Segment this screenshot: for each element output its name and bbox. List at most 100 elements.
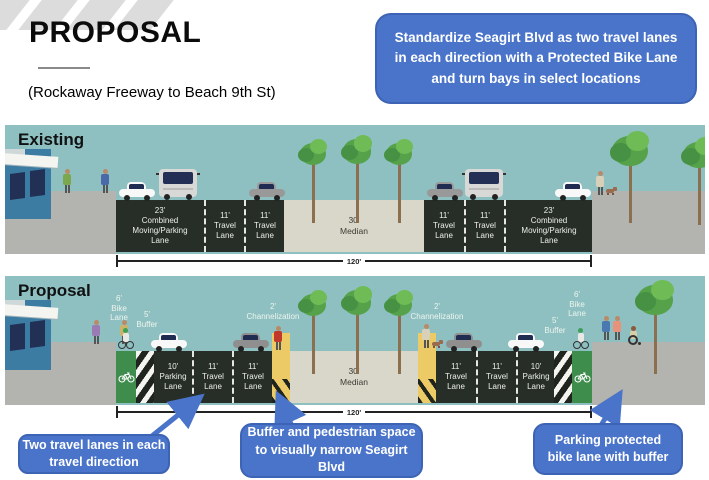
lane-channelization [272, 333, 290, 403]
pedestrian-icon [62, 169, 72, 193]
car-icon [427, 182, 463, 201]
dog-icon [432, 340, 443, 348]
tree-icon [634, 280, 676, 374]
sky-label: 2'Channelization [246, 302, 300, 321]
sidewalk [592, 191, 705, 254]
bus-icon [156, 169, 200, 200]
building-window [10, 171, 25, 201]
dog-icon [606, 187, 617, 195]
wheelchair-icon [627, 326, 642, 346]
bicycle-icon [117, 372, 135, 383]
callout-buffer-pedestrian: Buffer and pedestrian space to visually … [240, 423, 423, 478]
car-icon [151, 333, 187, 352]
title-underline [38, 67, 90, 69]
lane-bike-lane [572, 351, 592, 403]
tree-icon [384, 139, 414, 223]
lane-bike-lane [116, 351, 136, 403]
building-awning [5, 153, 59, 168]
sky-label: 5'Buffer [136, 310, 158, 329]
building-window [10, 322, 25, 352]
existing-total-width: 120' [346, 256, 362, 266]
summary-callout-text: Standardize Seagirt Blvd as two travel l… [394, 30, 678, 86]
pedestrian-icon [421, 324, 431, 348]
proposal-total-width: 120' [346, 407, 362, 417]
pedestrian-icon [100, 169, 110, 193]
lane-label: 30'Median [340, 366, 368, 387]
car-icon [249, 182, 285, 201]
sky-label: 2'Channelization [410, 302, 464, 321]
pedestrian-icon [601, 316, 611, 340]
pedestrian-icon [91, 320, 101, 344]
cyclist-icon [118, 328, 134, 350]
existing-dimension-line: 120' [116, 255, 593, 267]
building-window [30, 168, 45, 198]
lane-label: 30'Median [340, 215, 368, 236]
lane-median: 30'Median [284, 200, 424, 252]
tree-icon [384, 290, 414, 374]
callout-travel-lanes: Two travel lanes in each travel directio… [18, 434, 170, 474]
lane-channelization [418, 333, 436, 403]
car-icon [508, 333, 544, 352]
tree-icon [298, 139, 328, 223]
sky-label: 5'Buffer [544, 316, 566, 335]
cyclist-icon [573, 328, 589, 350]
pedestrian-icon [612, 316, 622, 340]
tree-icon [681, 137, 705, 225]
bus-icon [462, 169, 506, 200]
building-awning [5, 304, 59, 319]
tree-icon [340, 286, 374, 374]
car-icon [555, 182, 591, 201]
car-icon [233, 333, 269, 352]
existing-label: Existing [18, 130, 85, 149]
summary-callout: Standardize Seagirt Blvd as two travel l… [375, 13, 697, 104]
lane-buffer [554, 351, 572, 403]
bicycle-icon [573, 372, 591, 383]
storefront-building [5, 300, 59, 370]
lane-median: 30'Median [290, 351, 418, 403]
storefront-building [5, 149, 59, 219]
proposal-dimension-line: 120' [116, 406, 593, 418]
callout-protected-bike-lane: Parking protected bike lane with buffer [533, 423, 683, 475]
car-icon [446, 333, 482, 352]
page-subtitle: (Rockaway Freeway to Beach 9th St) [28, 84, 276, 101]
page-title: PROPOSAL [29, 16, 202, 49]
building-window [30, 319, 45, 349]
lane-buffer [136, 351, 154, 403]
pedestrian-icon [595, 171, 605, 195]
car-icon [119, 182, 155, 201]
tree-icon [340, 135, 374, 223]
proposal-label: Proposal [18, 281, 91, 300]
pedestrian-icon [273, 326, 283, 350]
tree-icon [298, 290, 328, 374]
tree-icon [609, 131, 651, 223]
